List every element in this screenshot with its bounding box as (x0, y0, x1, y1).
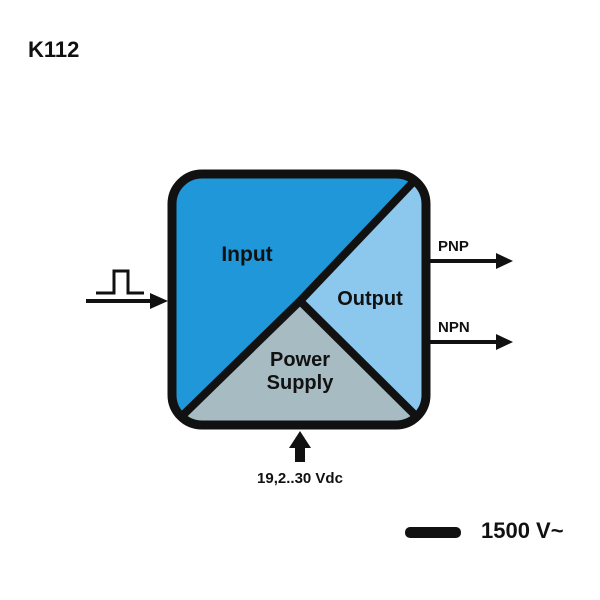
module-outline (167, 169, 431, 430)
divider-right (297, 298, 421, 421)
supply-voltage-label: 19,2..30 Vdc (257, 470, 343, 487)
output-region (300, 174, 426, 425)
divider-left (177, 298, 303, 421)
npn-label: NPN (438, 319, 470, 336)
input-arrow-icon (86, 293, 168, 309)
output-label: Output (337, 288, 403, 310)
power-label-line1: Power (270, 349, 330, 371)
npn-arrow-icon (428, 334, 513, 350)
arrow-up-icon (289, 431, 311, 462)
input-label: Input (221, 243, 272, 266)
dash-icon (405, 527, 461, 538)
power-label-line2: Supply (267, 372, 335, 394)
divider-diagonal (297, 175, 420, 304)
isolation-label: 1500 V~ (481, 518, 564, 543)
pnp-arrow-icon (428, 253, 513, 269)
page-title: K112 (28, 37, 79, 62)
pnp-label: PNP (438, 238, 469, 255)
power-supply-region (172, 301, 426, 425)
pulse-icon (96, 269, 144, 295)
